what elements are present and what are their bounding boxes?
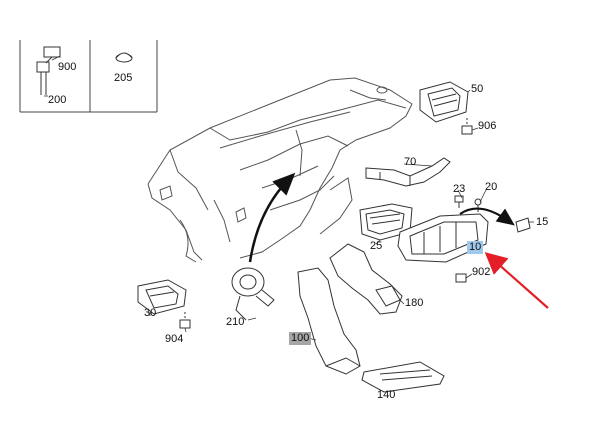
part-label-906[interactable]: 906 xyxy=(478,120,497,132)
part-label-902[interactable]: 902 xyxy=(472,266,491,278)
part-30-vent-drawing xyxy=(137,279,187,315)
part-902-clip-drawing xyxy=(455,273,467,283)
part-900-screw-drawing xyxy=(36,46,61,95)
part-label-70[interactable]: 70 xyxy=(404,156,417,168)
part-210-motor-drawing xyxy=(231,267,275,321)
part-label-15[interactable]: 15 xyxy=(536,216,549,228)
dashboard-outline-drawing xyxy=(147,77,413,263)
leader-lines xyxy=(44,55,534,392)
part-label-23[interactable]: 23 xyxy=(453,183,466,195)
part-label-20[interactable]: 20 xyxy=(485,181,498,193)
part-25-vent-drawing xyxy=(359,203,413,241)
part-label-30[interactable]: 30 xyxy=(144,307,157,319)
part-904-clip-drawing xyxy=(179,312,191,329)
part-label-904[interactable]: 904 xyxy=(165,333,184,345)
part-label-200[interactable]: 200 xyxy=(48,94,67,106)
part-label-10-highlighted[interactable]: 10 xyxy=(467,241,484,254)
part-205-clip-drawing xyxy=(115,52,133,63)
part-label-180[interactable]: 180 xyxy=(405,297,424,309)
part-label-140[interactable]: 140 xyxy=(377,389,396,401)
part-70-duct-drawing xyxy=(365,157,451,187)
part-label-210[interactable]: 210 xyxy=(226,316,245,328)
inset-frame xyxy=(19,40,158,113)
part-10-connector-line xyxy=(459,207,515,226)
mount-arrow-210 xyxy=(248,172,296,263)
part-50-vent-drawing xyxy=(419,81,469,123)
part-label-100-highlighted[interactable]: 100 xyxy=(289,332,312,345)
part-23-screw-drawing xyxy=(454,195,464,208)
part-15-plug-drawing xyxy=(515,217,531,233)
part-100-duct-drawing xyxy=(297,267,361,375)
part-label-50[interactable]: 50 xyxy=(471,83,484,95)
part-140-panel-drawing xyxy=(361,361,445,393)
part-label-900[interactable]: 900 xyxy=(58,61,77,73)
part-20-screw-drawing xyxy=(474,198,482,212)
part-906-clip-drawing xyxy=(461,118,473,135)
part-label-205[interactable]: 205 xyxy=(114,72,133,84)
part-10-center-vent-drawing xyxy=(397,213,489,263)
part-180-duct-drawing xyxy=(329,243,403,315)
pointer-arrow xyxy=(484,252,549,309)
part-label-25[interactable]: 25 xyxy=(370,240,383,252)
